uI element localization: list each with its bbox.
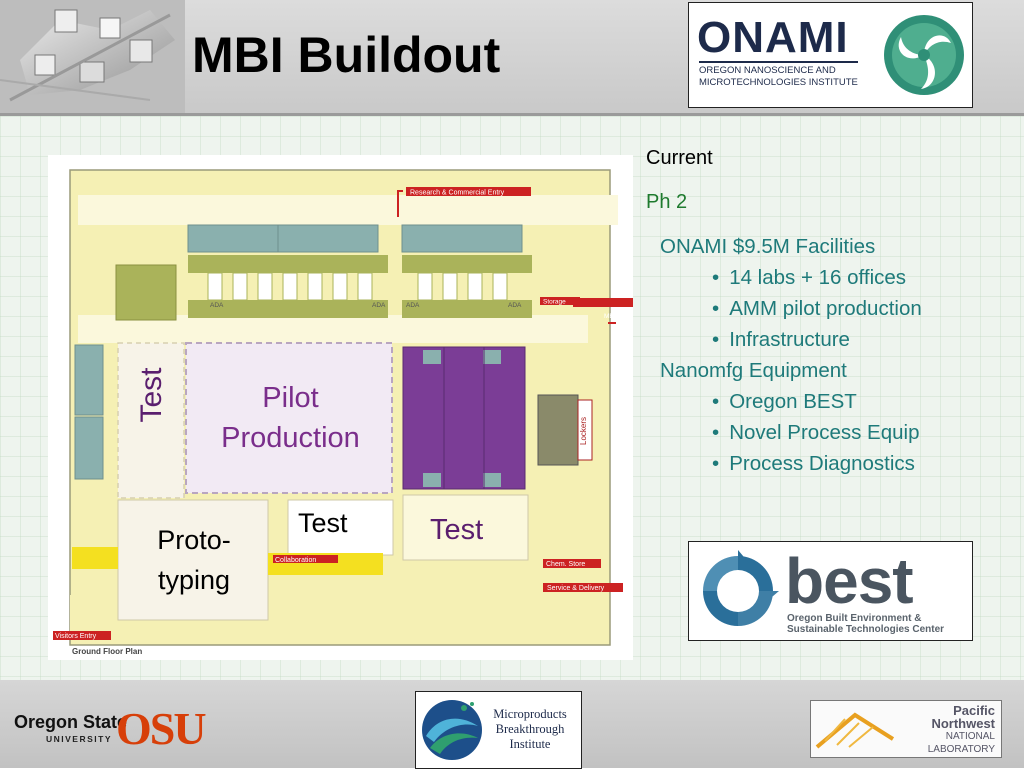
best-subtitle: Oregon Built Environment & Sustainable T… xyxy=(787,613,944,635)
proto-line-2: typing xyxy=(157,565,231,595)
floor-plan-drawing: Research & Commercial Entry Storage MEP/… xyxy=(53,169,633,656)
bullet-heading-equipment: Nanomfg Equipment xyxy=(660,359,847,382)
pnnl-bridge-icon xyxy=(815,712,895,749)
bullet-heading-facilities: ONAMI $9.5M Facilities xyxy=(660,235,876,258)
onami-logo: ONAMI OREGON NANOSCIENCE AND MICROTECHNO… xyxy=(688,2,973,108)
label-visitors-entry: Visitors Entry xyxy=(55,633,97,640)
onami-subtitle-line1: OREGON NANOSCIENCE AND xyxy=(699,65,836,76)
label-ada-1: ADA xyxy=(210,302,224,309)
zone-label-test-right: Test xyxy=(430,514,484,546)
bullet-list: ONAMI $9.5M Facilities 14 labs + 16 offi… xyxy=(660,231,990,479)
best-logo: best Oregon Built Environment & Sustaina… xyxy=(688,541,973,641)
onami-subtitle-line2: MICROTECHNOLOGIES INSTITUTE xyxy=(699,77,858,88)
mbi-line-2: Breakthrough xyxy=(495,722,565,736)
bullet-item: Process Diagnostics xyxy=(660,448,990,479)
pnnl-line-1: Pacific xyxy=(953,703,995,718)
label-research-entry: Research & Commercial Entry xyxy=(410,190,505,197)
onami-swirl-icon xyxy=(884,15,964,95)
pnnl-line-2: Northwest xyxy=(931,716,995,731)
pilot-line-1: Pilot xyxy=(262,382,319,414)
onami-subtitle: OREGON NANOSCIENCE AND MICROTECHNOLOGIES… xyxy=(699,61,858,89)
slide-title: MBI Buildout xyxy=(192,27,501,83)
legend-ph2: Ph 2 xyxy=(646,191,688,213)
zone-label-test-vertical: Test xyxy=(135,367,168,423)
proto-line-1: Proto- xyxy=(157,525,231,555)
bullet-item: AMM pilot production xyxy=(660,293,990,324)
best-subtitle-line1: Oregon Built Environment & xyxy=(787,613,922,624)
legend-current: Current xyxy=(646,147,713,169)
zone-label-prototyping: Proto- typing xyxy=(128,520,260,600)
pnnl-name: Pacific Northwest NATIONAL LABORATORY xyxy=(928,704,995,756)
osu-logo: Oregon State UNIVERSITY OSU xyxy=(14,702,207,758)
pnnl-logo: Pacific Northwest NATIONAL LABORATORY xyxy=(810,700,1002,758)
mbi-wave-icon xyxy=(422,700,482,760)
header-divider xyxy=(0,113,1024,116)
label-ada-2: ADA xyxy=(372,302,386,309)
label-mep: MEP/IT xyxy=(604,313,626,320)
osu-university: UNIVERSITY xyxy=(46,734,113,744)
mbi-logo: Microproducts Breakthrough Institute xyxy=(415,691,582,769)
osu-name: Oregon State xyxy=(14,712,128,732)
bullet-item: Infrastructure xyxy=(660,324,990,355)
osu-mark: OSU xyxy=(116,703,207,754)
label-collaboration: Collaboration xyxy=(275,557,316,564)
best-subtitle-line2: Sustainable Technologies Center xyxy=(787,624,945,635)
best-arrows-icon xyxy=(703,550,779,626)
zone-label-pilot-production: Pilot Production xyxy=(188,378,393,458)
zone-label-test-center: Test xyxy=(298,508,348,538)
mbi-line-3: Institute xyxy=(509,737,551,751)
bullet-item: Oregon BEST xyxy=(660,386,990,417)
plan-caption: Ground Floor Plan xyxy=(72,647,142,656)
pnnl-line-3: NATIONAL xyxy=(945,731,995,742)
label-chem-store: Chem. Store xyxy=(546,561,585,568)
label-service-delivery: Service & Delivery xyxy=(547,585,605,592)
best-wordmark: best xyxy=(785,545,914,617)
nanostructure-illustration xyxy=(0,0,185,113)
label-ada-3: ADA xyxy=(406,302,420,309)
pilot-line-2: Production xyxy=(221,422,360,454)
onami-wordmark: ONAMI xyxy=(697,13,849,62)
bullet-item: Novel Process Equip xyxy=(660,417,990,448)
pnnl-line-4: LABORATORY xyxy=(927,744,995,755)
label-storage: Storage xyxy=(543,299,566,306)
label-ada-4: ADA xyxy=(508,302,522,309)
mbi-line-1: Microproducts xyxy=(493,707,567,721)
floor-plan: Research & Commercial Entry Storage MEP/… xyxy=(48,155,633,660)
mbi-name: Microproducts Breakthrough Institute xyxy=(482,707,578,752)
bullet-item: 14 labs + 16 offices xyxy=(660,262,990,293)
label-lockers: Lockers xyxy=(579,417,588,445)
